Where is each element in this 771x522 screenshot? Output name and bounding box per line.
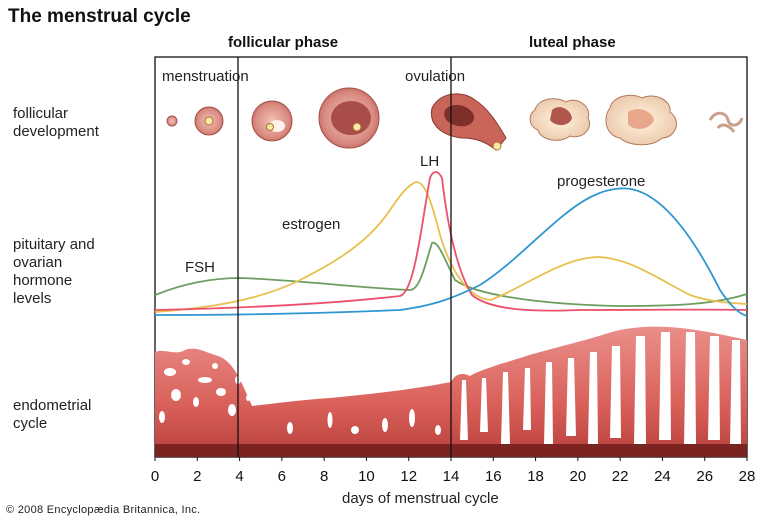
- x-tick-label: 24: [654, 468, 671, 485]
- follicle-stage-3: [251, 100, 293, 142]
- x-tick-label: 28: [739, 468, 756, 485]
- lh-label: LH: [420, 153, 439, 170]
- figure-title: The menstrual cycle: [8, 6, 191, 27]
- row-label-follicular: follicular development: [13, 105, 100, 140]
- x-tick-label: 14: [443, 468, 460, 485]
- row-label-hormone: pituitary and ovarian hormone levels: [13, 236, 99, 307]
- x-tick-label: 2: [193, 468, 201, 485]
- x-tick-label: 10: [358, 468, 375, 485]
- progesterone-curve: [154, 187, 748, 317]
- x-tick-label: 12: [400, 468, 417, 485]
- x-tick-label: 18: [527, 468, 544, 485]
- x-tick-label: 0: [151, 468, 159, 485]
- lh-curve: [154, 171, 748, 312]
- fsh-label: FSH: [185, 259, 215, 276]
- x-tick-label: 16: [485, 468, 502, 485]
- corpus-albicans: [708, 111, 744, 133]
- follicle-stages: [166, 87, 744, 151]
- ovulating-follicle: [430, 93, 507, 151]
- x-tick-label: 6: [278, 468, 286, 485]
- x-tick-label: 4: [235, 468, 243, 485]
- estrogen-curve: [154, 181, 748, 313]
- x-tick-label: 20: [570, 468, 587, 485]
- x-tick-label: 22: [612, 468, 629, 485]
- ovulation-label: ovulation: [405, 68, 465, 85]
- luteal-phase-label: luteal phase: [529, 34, 616, 51]
- row-label-endometrial: endometrial cycle: [13, 397, 96, 432]
- corpus-luteum-early: [529, 98, 590, 141]
- corpus-luteum-mature: [605, 94, 677, 146]
- progesterone-label: progesterone: [557, 173, 645, 190]
- hormone-curves: [154, 171, 748, 317]
- menstruation-label: menstruation: [162, 68, 249, 85]
- follicle-stage-1: [166, 115, 178, 127]
- fsh-curve: [154, 242, 748, 307]
- x-tick-label: 8: [320, 468, 328, 485]
- x-axis-label: days of menstrual cycle: [342, 490, 499, 507]
- x-tick-label: 26: [696, 468, 713, 485]
- estrogen-label: estrogen: [282, 216, 340, 233]
- follicular-phase-label: follicular phase: [228, 34, 338, 51]
- copyright-text: © 2008 Encyclopædia Britannica, Inc.: [6, 504, 200, 516]
